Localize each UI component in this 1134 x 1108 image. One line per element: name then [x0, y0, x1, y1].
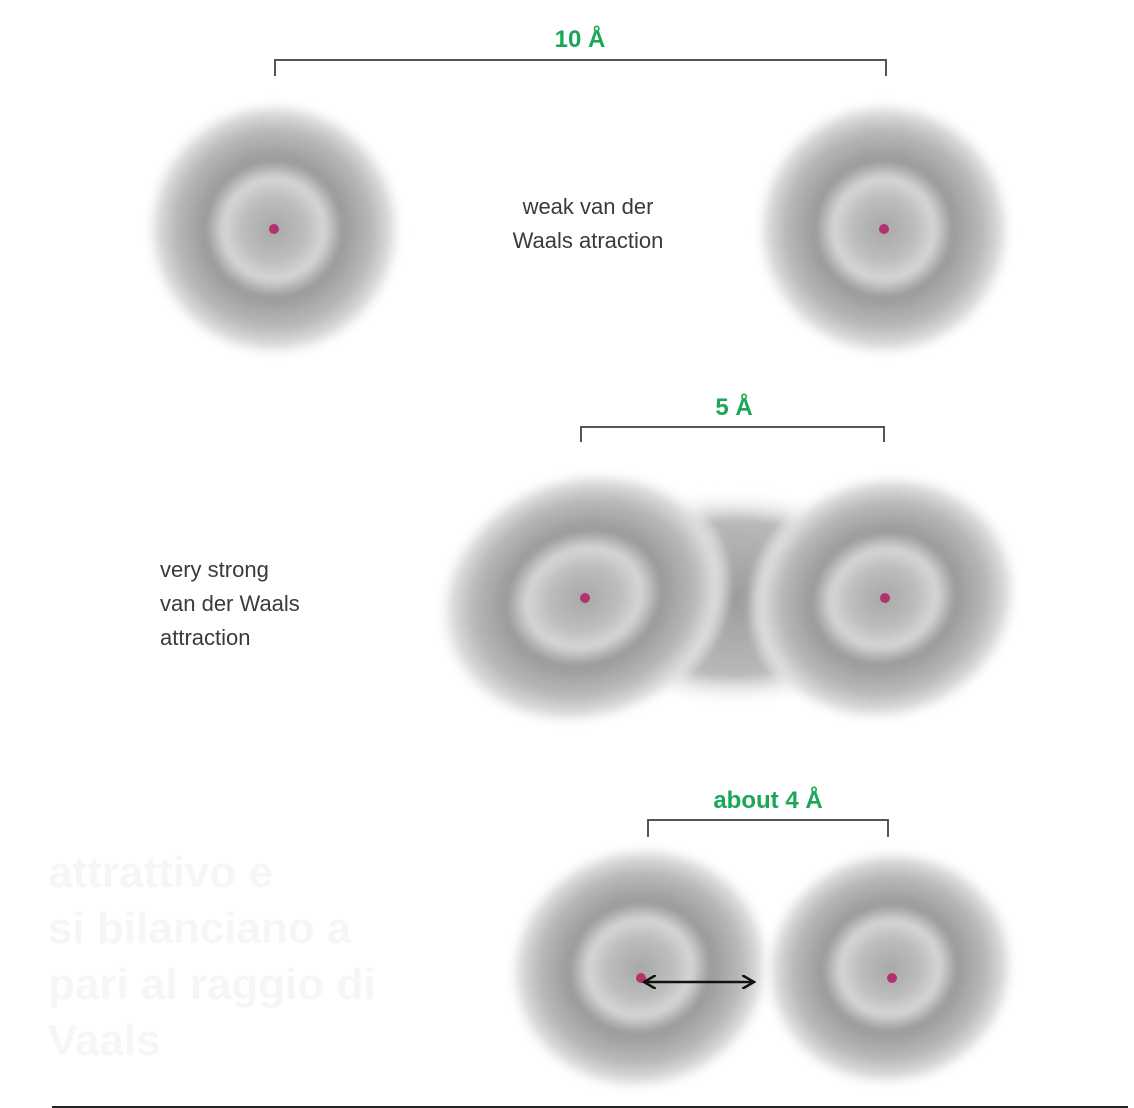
caption-line: weak van der — [522, 194, 654, 219]
distance-label-5a: 5 Å — [715, 394, 753, 421]
bracket-5a — [580, 426, 885, 442]
nucleus-icon — [580, 593, 590, 603]
caption-line: very strong — [160, 557, 269, 582]
caption-weak-attraction: weak van der Waals atraction — [488, 190, 688, 258]
nucleus-icon — [879, 224, 889, 234]
distance-label-about-4a: about 4 Å — [713, 787, 823, 814]
bracket-about-4a — [647, 819, 889, 837]
watermark-line-2: si bilanciano a — [48, 904, 352, 953]
distance-label-10a: 10 Å — [554, 26, 606, 53]
bracket-10a — [274, 59, 887, 76]
nucleus-icon — [269, 224, 279, 234]
electron-cloud-bottom-right — [760, 845, 1020, 1091]
electron-cloud-bottom-left — [504, 841, 776, 1095]
nucleus-icon — [880, 593, 890, 603]
caption-line: attraction — [160, 625, 251, 650]
watermark-line-4: Vaals — [48, 1016, 161, 1065]
watermark-line-1: attrattivo e — [48, 848, 273, 897]
caption-line: van der Waals — [160, 591, 300, 616]
watermark-line-3: pari al raggio di — [48, 960, 376, 1009]
caption-line: Waals atraction — [512, 228, 664, 253]
nucleus-icon — [887, 973, 897, 983]
background-watermark-text: attrattivo e si bilanciano a pari al rag… — [48, 845, 376, 1069]
caption-strong-attraction: very strong van der Waals attraction — [160, 553, 300, 655]
